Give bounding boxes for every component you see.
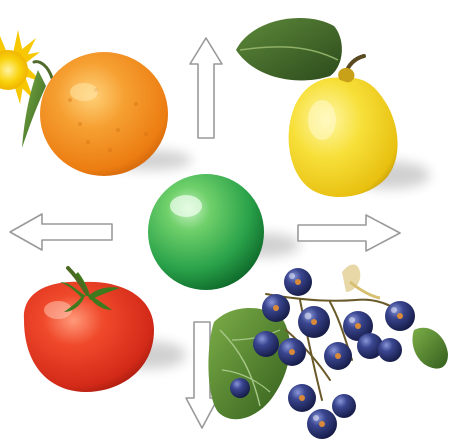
arrow-left: [10, 214, 112, 250]
blackcurrant-branch: [208, 265, 448, 440]
green-sphere: [148, 174, 264, 290]
arrow-right: [298, 215, 400, 251]
quince-fruit: [236, 18, 398, 197]
orange-fruit: [22, 52, 168, 176]
arrow-up: [190, 38, 222, 138]
tomato: [24, 268, 154, 392]
